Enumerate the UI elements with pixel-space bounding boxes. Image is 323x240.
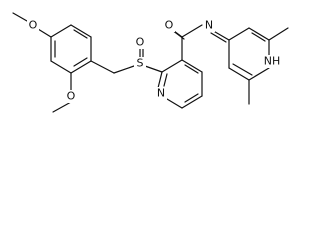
atom-labels: O O S O O N N NH — [27, 19, 282, 103]
methoxy-oxygen-bottom: O — [67, 90, 76, 103]
sulfinyl-oxygen: O — [136, 36, 145, 49]
amide-oxygen: O — [165, 19, 174, 32]
methylene-linker — [90, 60, 135, 74]
pyridine-nitrogen: N — [157, 87, 165, 100]
dimethyl-dihydropyridine-ring — [228, 27, 289, 105]
chemical-structure: O O S O O N N NH — [12, 12, 289, 113]
ring-nh: NH — [264, 55, 281, 68]
amide-nitrogen: N — [205, 19, 213, 32]
pyridine-ring — [157, 59, 203, 109]
methoxy-group-bottom — [52, 72, 72, 113]
amide-group — [169, 24, 230, 61]
sulfur-atom: S — [137, 57, 144, 70]
dimethoxybenzene-ring — [50, 24, 92, 74]
methoxy-oxygen-top: O — [29, 19, 38, 32]
methoxy-group-top — [12, 12, 52, 38]
